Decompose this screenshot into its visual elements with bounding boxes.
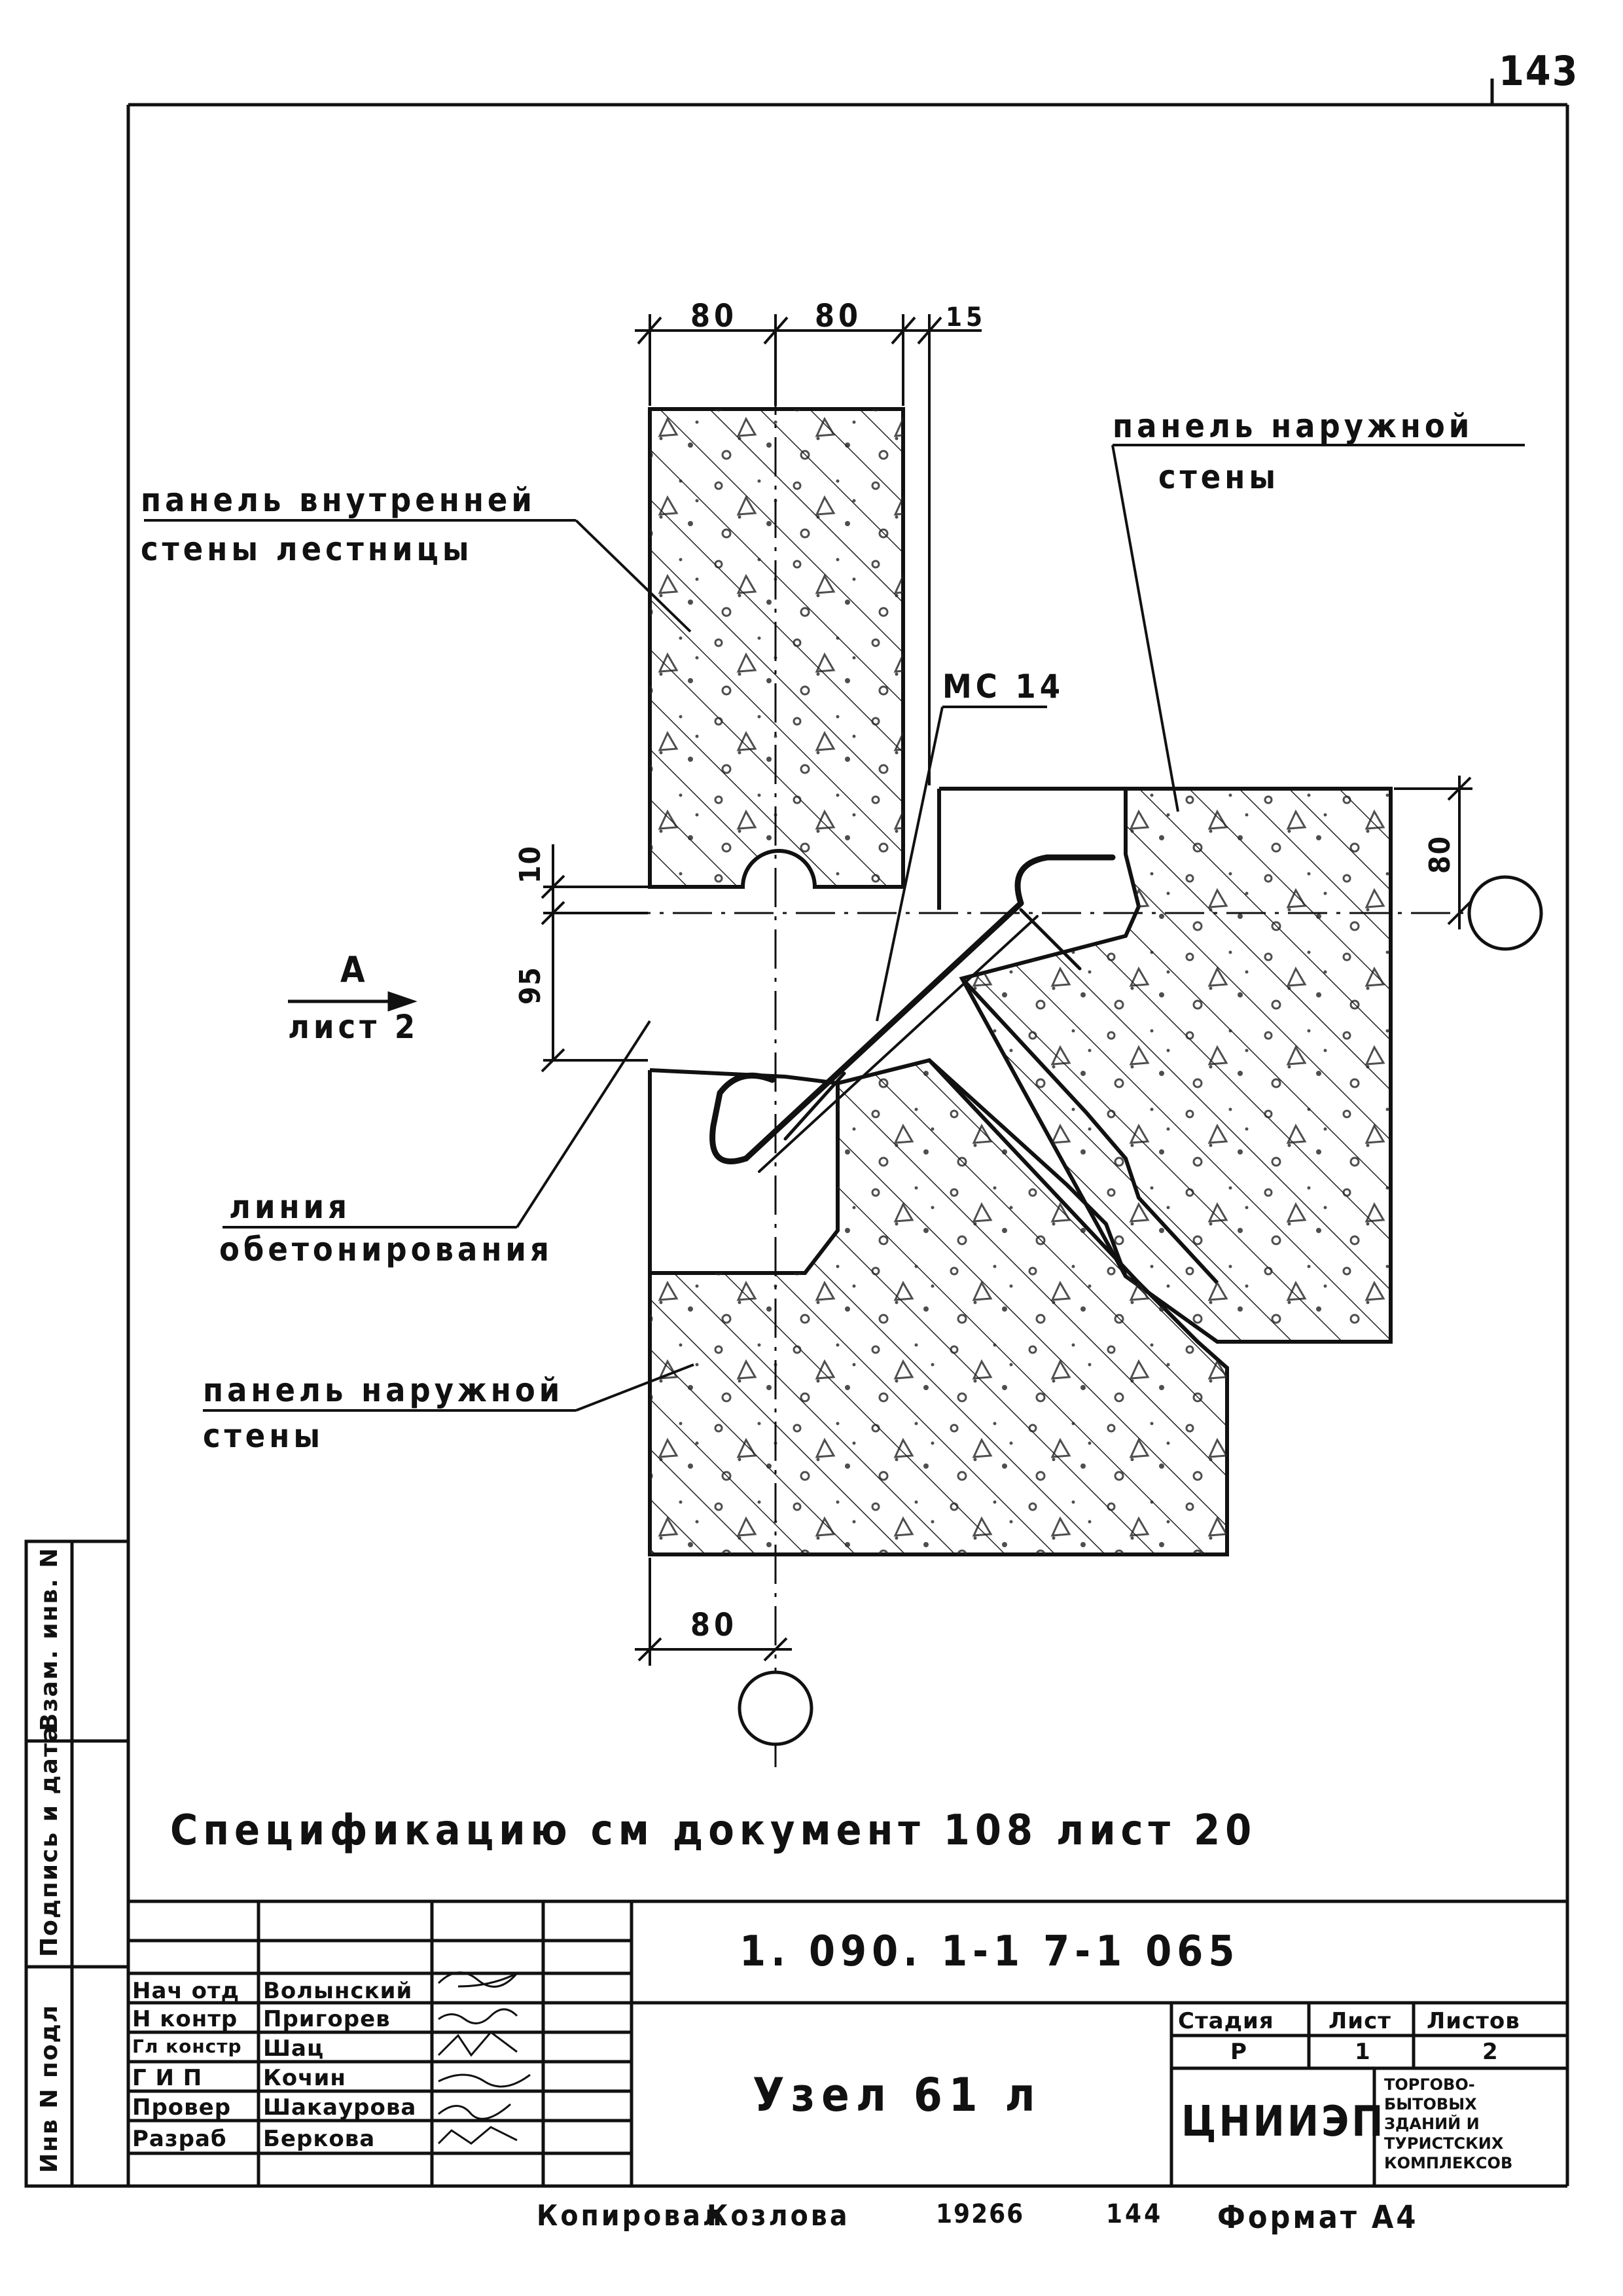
label-outer-panel-bottom-1: панель наружной <box>203 1371 564 1409</box>
drawing-title: Узел 61 л <box>753 2068 1042 2122</box>
label-outer-panel-top-1: панель наружной <box>1113 407 1474 445</box>
doc-code: 1. 090. 1-1 7-1 065 <box>740 1928 1240 1976</box>
label-outer-panel-top-2: стены <box>1158 458 1280 496</box>
org-desc: торгово- бытовых зданий и туристских ком… <box>1384 2075 1512 2173</box>
name-3: Кочин <box>263 2065 346 2091</box>
dim-bottom-80: 80 <box>690 1607 738 1643</box>
name-0: Волынский <box>263 1978 413 2004</box>
role-3: Г И П <box>132 2065 203 2091</box>
dim-lines-top <box>635 314 982 785</box>
footer-number2: 144 <box>1106 2199 1164 2229</box>
name-5: Беркова <box>263 2126 376 2152</box>
sheet-value: 1 <box>1355 2039 1371 2065</box>
label-inner-panel-2: стены лестницы <box>141 530 473 568</box>
dim-left-95: 95 <box>514 965 547 1005</box>
dim-top-80-b: 80 <box>815 298 863 334</box>
footer-format: Формат А4 <box>1217 2199 1419 2236</box>
side-stamp-podpis-data: Подпись и дата <box>36 1725 63 1957</box>
panel-joint <box>927 977 1219 1285</box>
leader-lines <box>144 444 1525 1412</box>
org-desc-line-1: торгово- <box>1384 2075 1475 2094</box>
role-2: Гл констр <box>132 2036 242 2057</box>
label-ms14: МС 14 <box>942 668 1065 706</box>
view-arrow <box>288 991 418 1012</box>
side-stamp-vzam-inv: Взам. инв. N <box>36 1547 63 1731</box>
sheets-value: 2 <box>1482 2039 1499 2065</box>
label-concreting-1: линия <box>229 1188 351 1226</box>
label-inner-panel-1: панель внутренней <box>141 481 536 519</box>
name-2: Шац <box>263 2036 325 2062</box>
outer-wall-panel-top <box>959 787 1393 1344</box>
dim-lines-right <box>1394 776 1472 929</box>
label-concreting-2: обетонирования <box>219 1230 553 1268</box>
signatures <box>437 1971 531 2145</box>
label-outer-panel-bottom-2: стены <box>203 1417 325 1455</box>
spec-note: Спецификацию см документ 108 лист 20 <box>170 1806 1257 1855</box>
footer-copied: Копировал <box>537 2199 724 2233</box>
role-1: Н контр <box>132 2006 238 2032</box>
dim-lines-left <box>541 844 648 1073</box>
axis-marker-bottom <box>738 1670 813 1746</box>
sheets-header: Листов <box>1427 2008 1520 2034</box>
org-desc-line-2: бытовых <box>1384 2095 1477 2113</box>
role-5: Разраб <box>132 2126 227 2152</box>
ms14-connector <box>709 854 1116 1173</box>
outer-wall-panel-bottom <box>648 1058 1229 1556</box>
role-4: Провер <box>132 2094 232 2121</box>
footer-number: 19266 <box>936 2199 1025 2229</box>
axis-marker-right <box>1467 875 1543 951</box>
org-name: ЦНИИЭП <box>1181 2098 1386 2146</box>
org-desc-line-3: зданий и <box>1384 2115 1480 2133</box>
title-block-lines <box>128 1899 1567 2188</box>
dim-lines-bottom <box>635 1558 792 1666</box>
org-desc-line-5: комплексов <box>1384 2154 1513 2172</box>
axis-lines <box>550 314 1469 1767</box>
side-stamp-inv-podl: Инв N подл <box>36 2003 63 2173</box>
label-view-letter: А <box>340 949 369 990</box>
label-view-sheet: лист 2 <box>288 1008 419 1046</box>
stage-value: Р <box>1230 2039 1247 2065</box>
stage-header: Стадия <box>1178 2008 1274 2034</box>
name-1: Пригорев <box>263 2006 391 2032</box>
concreting-zone <box>648 787 1126 1273</box>
org-desc-line-4: туристских <box>1384 2134 1504 2153</box>
dim-top-15: 15 <box>946 302 987 332</box>
dim-right-80: 80 <box>1423 834 1457 874</box>
role-0: Нач отд <box>132 1978 240 2004</box>
sheet-number: 143 <box>1499 47 1579 95</box>
dim-top-80-a: 80 <box>690 298 738 334</box>
name-4: Шакаурова <box>263 2094 417 2121</box>
side-stamp-lines <box>24 1539 130 2188</box>
dim-left-10: 10 <box>514 844 547 884</box>
footer-copier: Козлова <box>707 2199 850 2233</box>
sheet-header: Лист <box>1329 2008 1391 2034</box>
